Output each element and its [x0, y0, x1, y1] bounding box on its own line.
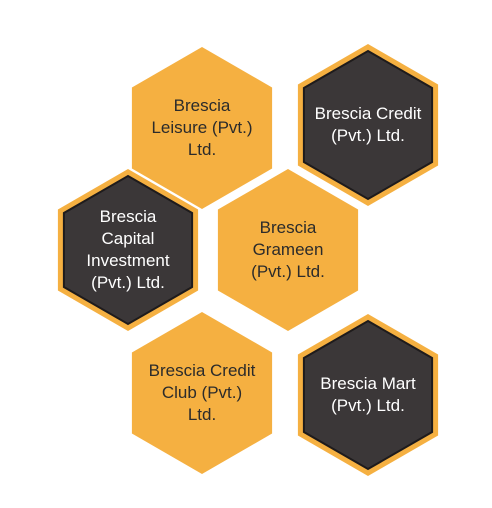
hex-label-leisure: Brescia Leisure (Pvt.) Ltd. [151, 96, 253, 159]
hexagon-grameen [217, 169, 359, 331]
hexagon-leisure-fill [131, 47, 273, 209]
hex-label-mart: Brescia Mart (Pvt.) Ltd. [320, 374, 416, 415]
hexagon-capital-fill [62, 174, 194, 326]
hexagon-credit-fill [302, 49, 434, 201]
hex-label-capital: Brescia Capital Investment (Pvt.) Ltd. [86, 207, 170, 292]
hexagon-credit [297, 44, 439, 206]
hexagon-grameen-fill [217, 169, 359, 331]
hexagon-mart-fill [302, 319, 434, 471]
hexagon-club [131, 312, 273, 474]
hex-label-grameen: Brescia Grameen (Pvt.) Ltd. [251, 218, 325, 281]
hexagon-leisure [131, 47, 273, 209]
hexagon-club-fill [131, 312, 273, 474]
hex-label-club: Brescia Credit Club (Pvt.) Ltd. [148, 361, 256, 424]
hexagon-capital [57, 169, 199, 331]
hexagon-mart [297, 314, 439, 476]
hex-label-credit: Brescia Credit (Pvt.) Ltd. [314, 104, 422, 145]
